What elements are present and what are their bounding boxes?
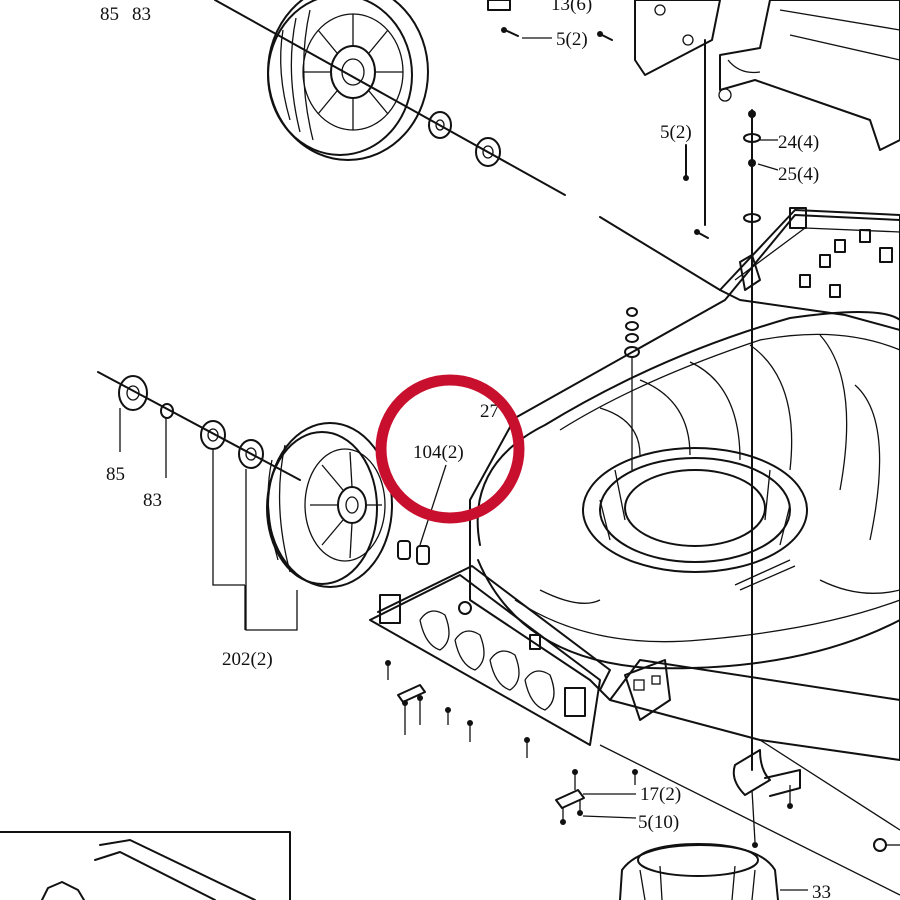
label-83-top: 83	[132, 4, 151, 25]
label-5-10: 5(10)	[638, 812, 679, 833]
screw-5-right	[683, 175, 709, 239]
part-labels: 85 83 13(6) 5(2) 5(2) 24(4) 25(4) 27 104…	[100, 0, 831, 900]
label-202: 202(2)	[222, 649, 273, 670]
screws-bottom	[555, 769, 638, 825]
assembly-guide-lines	[97, 0, 753, 481]
label-24: 24(4)	[778, 132, 819, 153]
washers-right	[743, 110, 779, 223]
mower-deck	[469, 207, 900, 771]
bearing-top-1	[428, 111, 452, 139]
bearing-left-1	[200, 420, 226, 450]
rear-wheel-top	[267, 0, 429, 161]
height-adjust-lever	[599, 739, 900, 896]
label-85-top: 85	[100, 4, 119, 25]
screws-bumper	[385, 660, 530, 758]
hubcap-85	[118, 375, 148, 452]
highlight-circle	[375, 374, 525, 524]
label-25: 25(4)	[778, 164, 819, 185]
rear-flap	[718, 0, 900, 151]
handle-bracket-plate	[634, 0, 721, 76]
front-wheel	[266, 422, 393, 588]
screw-top	[487, 0, 613, 41]
label-85: 85	[106, 464, 125, 485]
leader-202	[212, 450, 298, 631]
inset-box	[0, 831, 291, 900]
front-bumper	[369, 565, 611, 746]
label-5-2-right: 5(2)	[660, 122, 692, 143]
label-13: 13(6)	[551, 0, 592, 15]
motor-housing-bottom	[619, 838, 900, 900]
bearing-left-2	[238, 439, 264, 469]
label-83: 83	[143, 490, 162, 511]
label-17: 17(2)	[640, 784, 681, 805]
label-104: 104(2)	[413, 442, 464, 463]
label-27: 27	[480, 401, 499, 422]
label-5-2-top: 5(2)	[556, 29, 588, 50]
label-33: 33	[812, 882, 831, 900]
spacers-104	[397, 464, 447, 565]
bolt-stack-front	[624, 307, 640, 470]
bolt-83	[160, 403, 174, 478]
bearing-top-2	[475, 137, 501, 167]
